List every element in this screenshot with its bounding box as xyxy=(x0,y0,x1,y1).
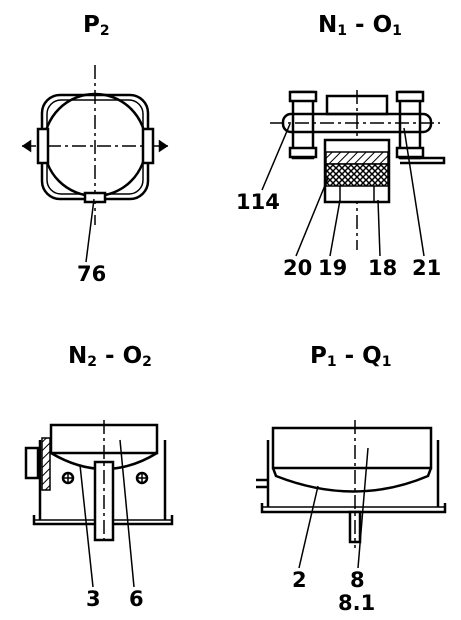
view-title-p2: P2 xyxy=(83,12,110,39)
ref-label-8: 8 xyxy=(350,568,365,592)
ref-label-20: 20 xyxy=(283,256,313,280)
view-title-p1-q1: P1 - Q1 xyxy=(310,343,392,370)
ref-label-6: 6 xyxy=(129,587,144,611)
ref-label-21: 21 xyxy=(412,256,442,280)
view-p1-q1-drawing xyxy=(256,420,447,569)
view-p2-drawing xyxy=(21,65,169,263)
ref-label-3: 3 xyxy=(86,587,101,611)
ref-label-114: 114 xyxy=(236,190,280,214)
ref-label-76: 76 xyxy=(77,262,107,286)
view-n1-o1-drawing xyxy=(261,90,446,257)
ref-label-18: 18 xyxy=(368,256,398,280)
ref-label-2: 2 xyxy=(292,568,307,592)
view-title-n2-o2: N2 - O2 xyxy=(68,343,152,370)
view-n2-o2-drawing xyxy=(24,420,174,588)
ref-label-8-1: 8.1 xyxy=(338,591,376,615)
view-title-n1-o1: N1 - O1 xyxy=(318,12,402,39)
ref-label-19: 19 xyxy=(318,256,348,280)
